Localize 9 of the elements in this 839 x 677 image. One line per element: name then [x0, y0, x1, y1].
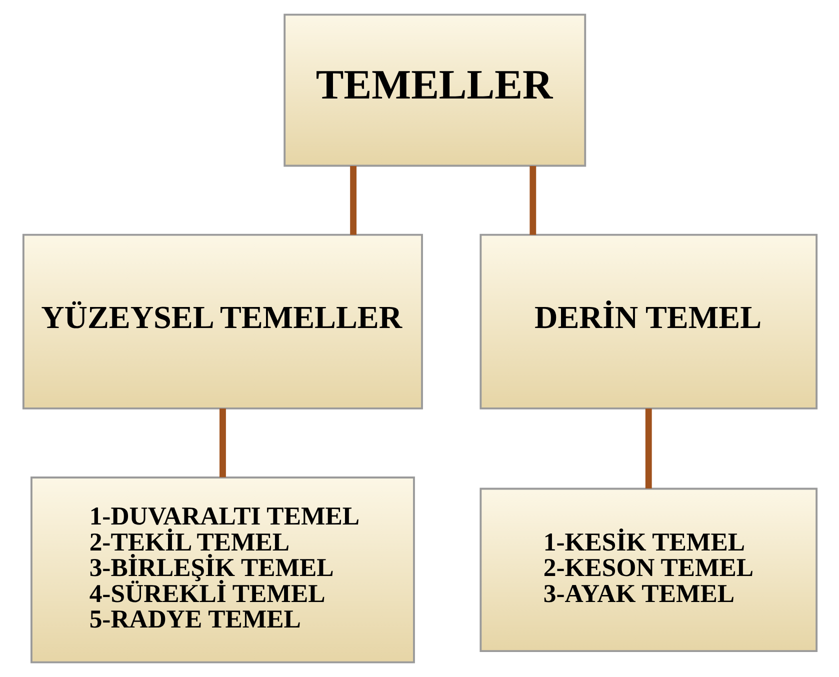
node-box: 1-DUVARALTI TEMEL 2-TEKİL TEMEL 3-BİRLEŞİK TEMEL 4-SÜREKLİ TEMEL 5-RADYE TEMEL	[30, 476, 414, 664]
node-box: DERİN TEMEL	[479, 234, 818, 410]
connector	[644, 408, 652, 489]
node-box: TEMELLER	[283, 14, 586, 167]
node-box: YÜZEYSEL TEMELLER	[22, 234, 422, 410]
connector	[529, 166, 536, 235]
connector	[350, 166, 356, 235]
node-box: 1-KESİK TEMEL 2-KESON TEMEL 3-AYAK TEMEL	[479, 488, 818, 652]
connector	[219, 408, 226, 478]
